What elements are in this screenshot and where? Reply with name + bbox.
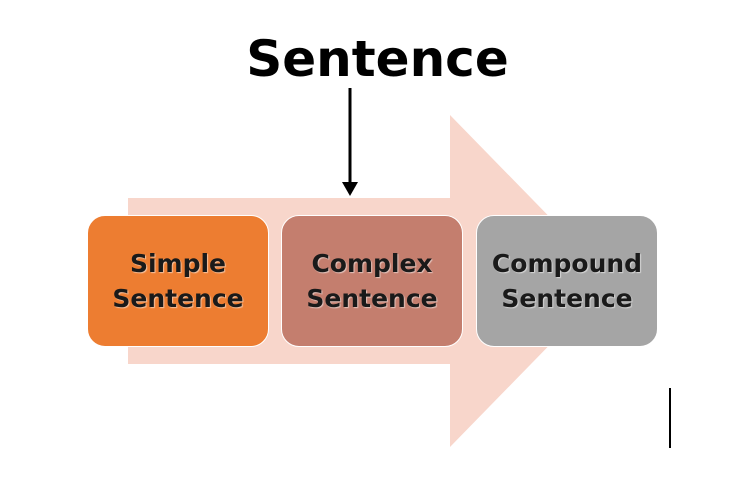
complex-sentence-line1: Complex [311, 249, 433, 278]
compound-sentence-line2: Sentence [501, 284, 633, 313]
complex-sentence-line2: Sentence [306, 284, 438, 313]
pointer-arrow-head [342, 182, 358, 196]
simple-sentence-line2: Sentence [112, 284, 244, 313]
text-cursor-line [669, 388, 671, 448]
compound-sentence-line1: Compound [491, 249, 643, 278]
complex-sentence-box: Complex Sentence [281, 215, 463, 347]
compound-sentence-box: Compound Sentence [476, 215, 658, 347]
diagram-title: Sentence [246, 30, 509, 88]
simple-sentence-box: Simple Sentence [87, 215, 269, 347]
simple-sentence-line1: Simple [129, 249, 227, 278]
